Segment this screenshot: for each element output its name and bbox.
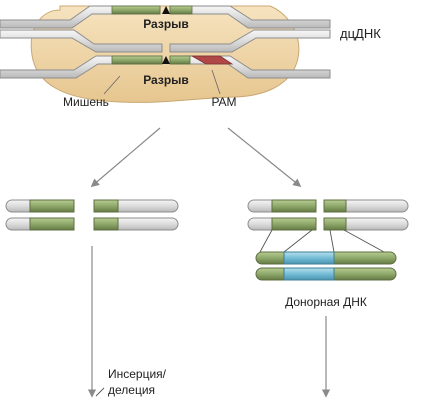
indel-tick <box>95 387 105 397</box>
pam-segment <box>190 55 234 65</box>
lower-target-left <box>111 55 163 65</box>
leader-target <box>103 75 121 95</box>
label-target: Мишень <box>63 95 109 109</box>
break-marker-top <box>162 6 170 14</box>
label-break-top: Разрыв <box>143 17 189 31</box>
leader-pam <box>211 69 221 95</box>
label-donor-dna: Донорная ДНК <box>285 295 367 309</box>
upper-target-left <box>111 5 161 15</box>
donor-dna[interactable] <box>255 251 397 281</box>
cas9-protein <box>30 5 300 103</box>
label-indel: Инсерция/ делеция <box>108 367 169 397</box>
upper-dna-strand-2 <box>0 29 331 53</box>
label-break-bottom: Разрыв <box>143 73 189 87</box>
nhej-cut-dna <box>5 199 179 231</box>
lower-dna-pair <box>0 55 331 79</box>
label-pam: PAM <box>211 95 236 109</box>
label-dsdna: дцДНК <box>340 26 381 41</box>
arrow-right-branch <box>227 127 302 188</box>
break-marker-bottom <box>162 56 170 64</box>
upper-dna-strand <box>0 5 331 29</box>
upper-target-right <box>169 5 193 15</box>
arrow-left-branch <box>90 127 161 188</box>
lower-target-right <box>169 55 191 65</box>
hdr-cut-dna <box>247 199 409 253</box>
